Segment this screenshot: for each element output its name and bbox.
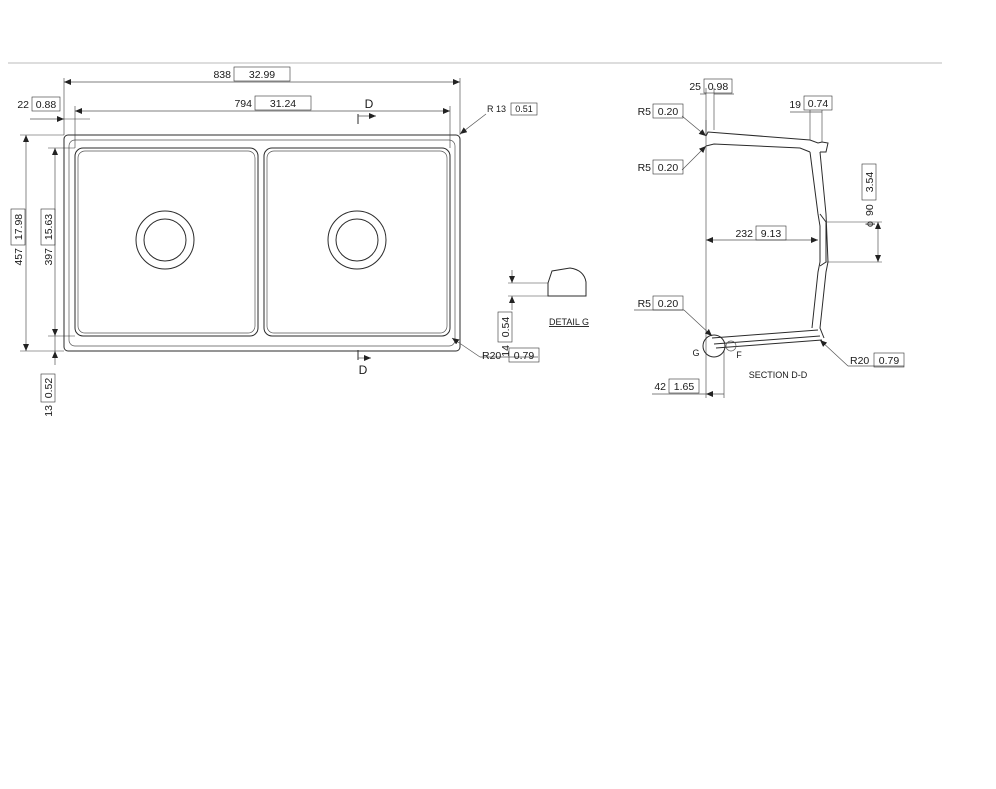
dim-drain-diameter-alt: 3.54 (864, 172, 876, 193)
detail-g-callout (702, 334, 726, 358)
dim-base-offset-value: 42 (654, 381, 666, 393)
section-mark-bottom: D (359, 363, 368, 377)
dim-overall-width-alt: 17.98 (13, 214, 25, 240)
left-drain-inner (143, 218, 187, 262)
detail-title: DETAIL G (549, 317, 589, 327)
dim-corner-radius-top-alt: 0.51 (515, 104, 533, 114)
dim-bowl-depth-alt: 9.13 (761, 228, 782, 240)
detail-g: 14 0.54 DETAIL G (497, 267, 589, 357)
dim-radius-r5-top-value: R5 (638, 106, 652, 118)
dim-section-radius-alt: 0.79 (879, 355, 900, 367)
dim-radius-r5-low-value: R5 (638, 298, 652, 310)
section-mark-top: D (365, 97, 374, 111)
sink-outline-flange (68, 139, 456, 347)
dim-corner-radius-top-value: R 13 (487, 104, 506, 114)
dim-section-radius-value: R20 (850, 355, 869, 367)
dim-detail-thickness-alt: 0.54 (500, 317, 512, 338)
right-drain-inner (335, 218, 379, 262)
dim-base-offset-alt: 1.65 (674, 381, 695, 393)
dim-radius-r5-low-alt: 0.20 (658, 298, 679, 310)
dim-inner-length-alt: 31.24 (270, 98, 296, 110)
dim-flange-left-value: 22 (17, 99, 29, 111)
dim-radius-r5-mid-value: R5 (638, 162, 652, 174)
dim-corner-radius-bottom-value: R20 (482, 350, 501, 362)
dim-bowl-depth-value: 232 (735, 228, 753, 240)
detail-ref-g: G (692, 348, 699, 358)
left-bowl-inner (77, 150, 256, 334)
right-bowl-inner (266, 150, 448, 334)
diameter-symbol: ϕ (864, 221, 876, 227)
right-drain-outer (327, 210, 387, 270)
dim-wall-offset-alt: 0.74 (808, 98, 829, 110)
dim-detail-thickness-value: 14 (500, 345, 512, 357)
dim-flange-left-alt: 0.88 (36, 99, 57, 111)
dim-bottom-offset-alt: 0.52 (43, 378, 55, 399)
dim-overall-length-value: 838 (213, 69, 231, 81)
dim-inner-length-value: 794 (234, 98, 252, 110)
dim-radius-r5-top-alt: 0.20 (658, 106, 679, 118)
right-bowl (263, 147, 451, 337)
dim-overall-length-alt: 32.99 (249, 69, 275, 81)
section-view: G F 25 0.98 19 0.74 R5 0.20 R5 0.20 232 … (634, 78, 905, 398)
plan-view: 838 32.99 794 31.24 22 0.88 D R 13 0.51 … (10, 66, 540, 417)
dim-overall-width-value: 457 (13, 248, 25, 266)
dim-bottom-offset-value: 13 (43, 405, 55, 417)
left-bowl (74, 147, 259, 337)
dim-inner-width-alt: 15.63 (43, 214, 55, 240)
dim-rim-width-value: 25 (689, 81, 701, 93)
dim-inner-width-value: 397 (43, 248, 55, 266)
section-title: SECTION D-D (749, 370, 808, 380)
dim-corner-radius-bottom-alt: 0.79 (514, 350, 535, 362)
left-drain-outer (135, 210, 195, 270)
dim-drain-diameter-value: 90 (864, 204, 876, 216)
detail-ref-f: F (736, 350, 742, 360)
sink-outline-outer (63, 134, 461, 352)
dim-radius-r5-mid-alt: 0.20 (658, 162, 679, 174)
dim-wall-offset-value: 19 (789, 99, 801, 111)
dim-rim-width-alt: 0.98 (708, 81, 729, 93)
